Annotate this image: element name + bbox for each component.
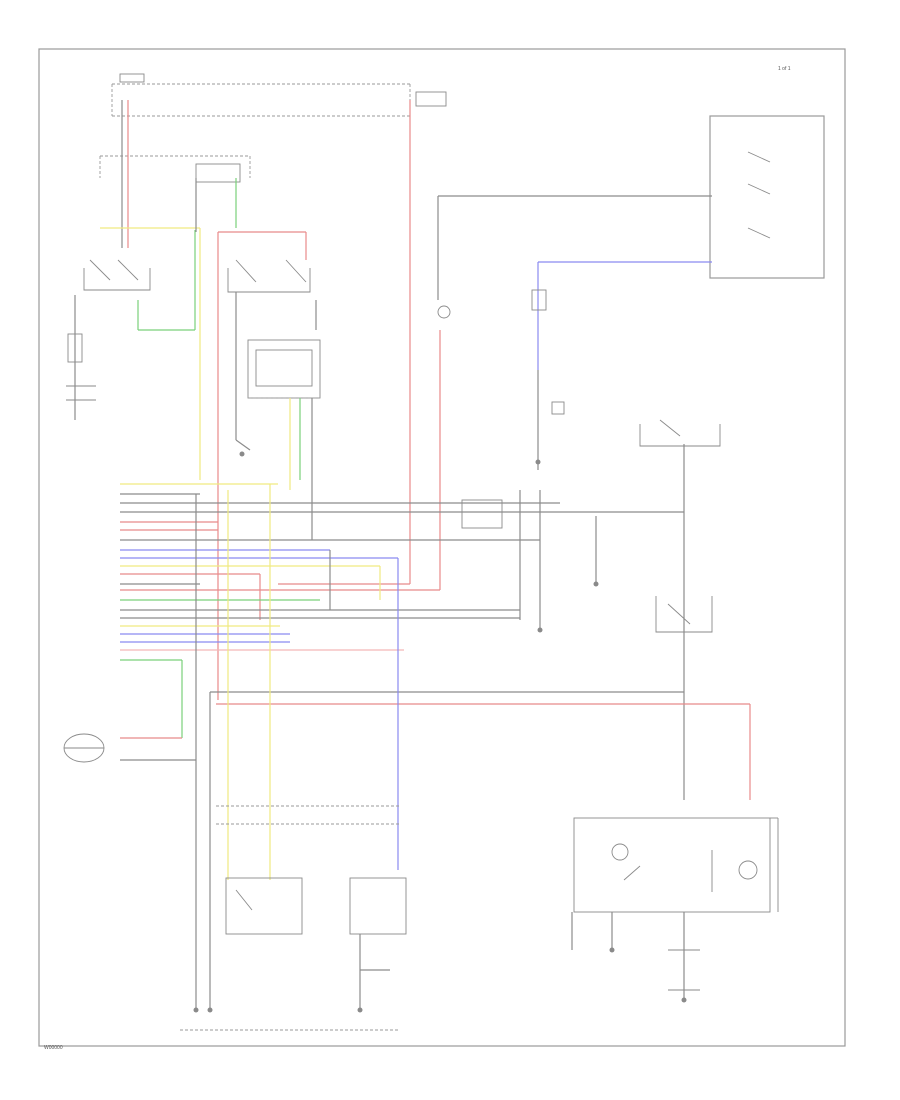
top-power-bus [111,73,447,117]
left-bottom-module [225,877,303,935]
right-bottom-module [349,877,407,935]
left-relay-block [66,155,251,401]
diagram-frame [38,48,846,1047]
center-right-circuit [461,289,599,630]
left-wires [74,100,201,480]
right-switch-circuit [210,419,751,800]
page-ref-label: 1 of 1 [778,66,791,72]
left-speed-sensor [63,494,197,763]
bottom-center-modules [180,484,407,1031]
ground-symbols [193,451,687,1013]
bottom-right-unit [571,817,779,1000]
center-relay-block [195,178,321,700]
steering-switch-box [437,115,825,370]
red-feed-wire [120,100,441,591]
footer-code-label: W00000 [44,1045,63,1051]
main-harness-bundle [120,483,684,870]
control-module [247,339,321,399]
